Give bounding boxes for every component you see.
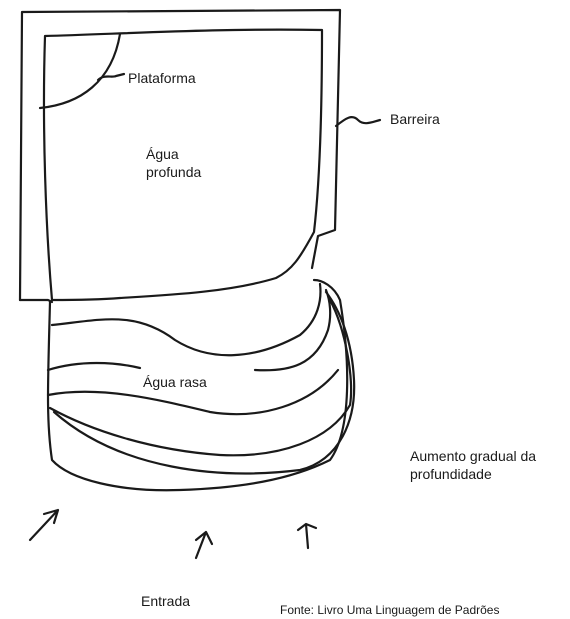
entrance-arrow-middle xyxy=(196,532,212,558)
deep-water-label: Água profunda xyxy=(146,145,236,181)
depth-contour-1 xyxy=(48,290,330,370)
entrance-arrow-right xyxy=(298,524,316,548)
platform-outline xyxy=(40,34,120,108)
entrance-label: Entrada xyxy=(141,592,190,610)
barrier-leader xyxy=(336,117,380,126)
platform-leader xyxy=(98,74,124,80)
platform-label: Plataforma xyxy=(128,69,196,87)
source-caption: Fonte: Livro Uma Linguagem de Padrões xyxy=(280,601,499,619)
entrance-arrow-left xyxy=(30,510,58,540)
gradual-depth-label: Aumento gradual da profundidade xyxy=(410,447,570,483)
shallow-transition-line xyxy=(52,284,320,355)
barrier-bottom-left xyxy=(20,300,52,302)
shallow-water-label: Água rasa xyxy=(143,373,207,391)
barrier-label: Barreira xyxy=(390,110,440,128)
